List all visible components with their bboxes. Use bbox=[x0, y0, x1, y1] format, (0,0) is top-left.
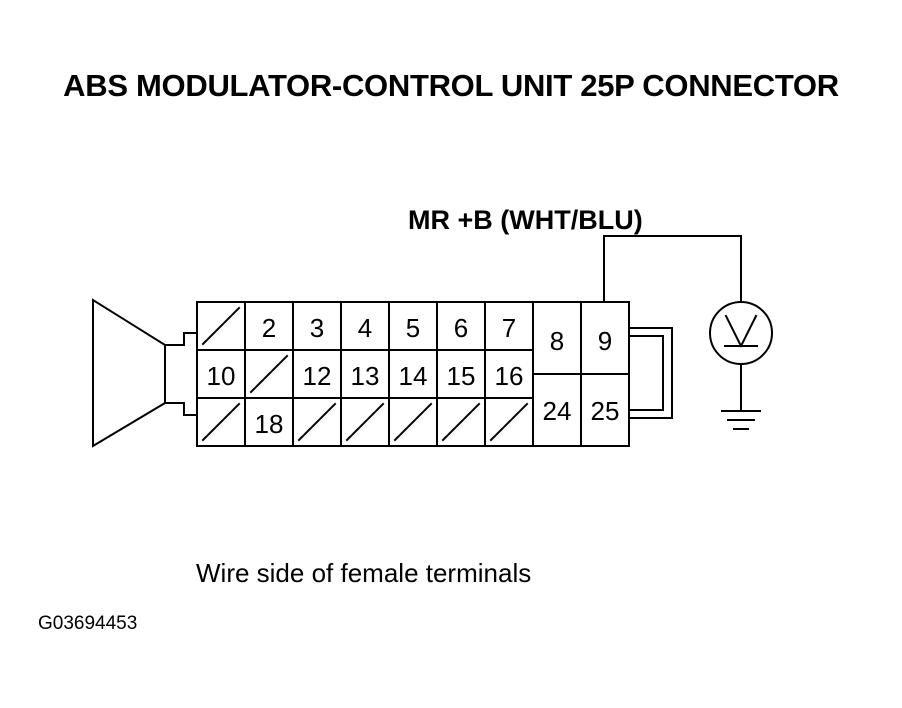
voltmeter-icon bbox=[709, 301, 773, 365]
terminal-4: 4 bbox=[358, 313, 372, 343]
terminal-25: 25 bbox=[591, 396, 620, 426]
terminal-14: 14 bbox=[399, 361, 428, 391]
jumper-wire bbox=[628, 327, 673, 419]
terminal-10: 10 bbox=[207, 361, 236, 391]
terminal-13: 13 bbox=[351, 361, 380, 391]
terminal-15: 15 bbox=[447, 361, 476, 391]
terminal-18: 18 bbox=[255, 409, 284, 439]
wire-label: MR +B (WHT/BLU) bbox=[408, 205, 643, 235]
terminal-16: 16 bbox=[495, 361, 524, 391]
connector-housing bbox=[92, 298, 198, 448]
terminal-12: 12 bbox=[303, 361, 332, 391]
terminal-7: 7 bbox=[502, 313, 516, 343]
unused-cavities bbox=[201, 306, 529, 442]
terminal-5: 5 bbox=[406, 313, 420, 343]
terminal-9: 9 bbox=[598, 326, 612, 356]
terminal-2: 2 bbox=[262, 313, 276, 343]
terminal-24: 24 bbox=[543, 396, 572, 426]
terminal-3: 3 bbox=[310, 313, 324, 343]
ground-icon bbox=[721, 410, 761, 430]
test-lead-wire bbox=[603, 235, 742, 303]
diagram-caption: Wire side of female terminals bbox=[196, 558, 532, 588]
diagram-title: ABS MODULATOR-CONTROL UNIT 25P CONNECTOR bbox=[63, 68, 839, 103]
terminal-block bbox=[196, 301, 630, 447]
terminal-6: 6 bbox=[454, 313, 468, 343]
terminal-8: 8 bbox=[550, 326, 564, 356]
figure-id: G03694453 bbox=[38, 613, 138, 634]
